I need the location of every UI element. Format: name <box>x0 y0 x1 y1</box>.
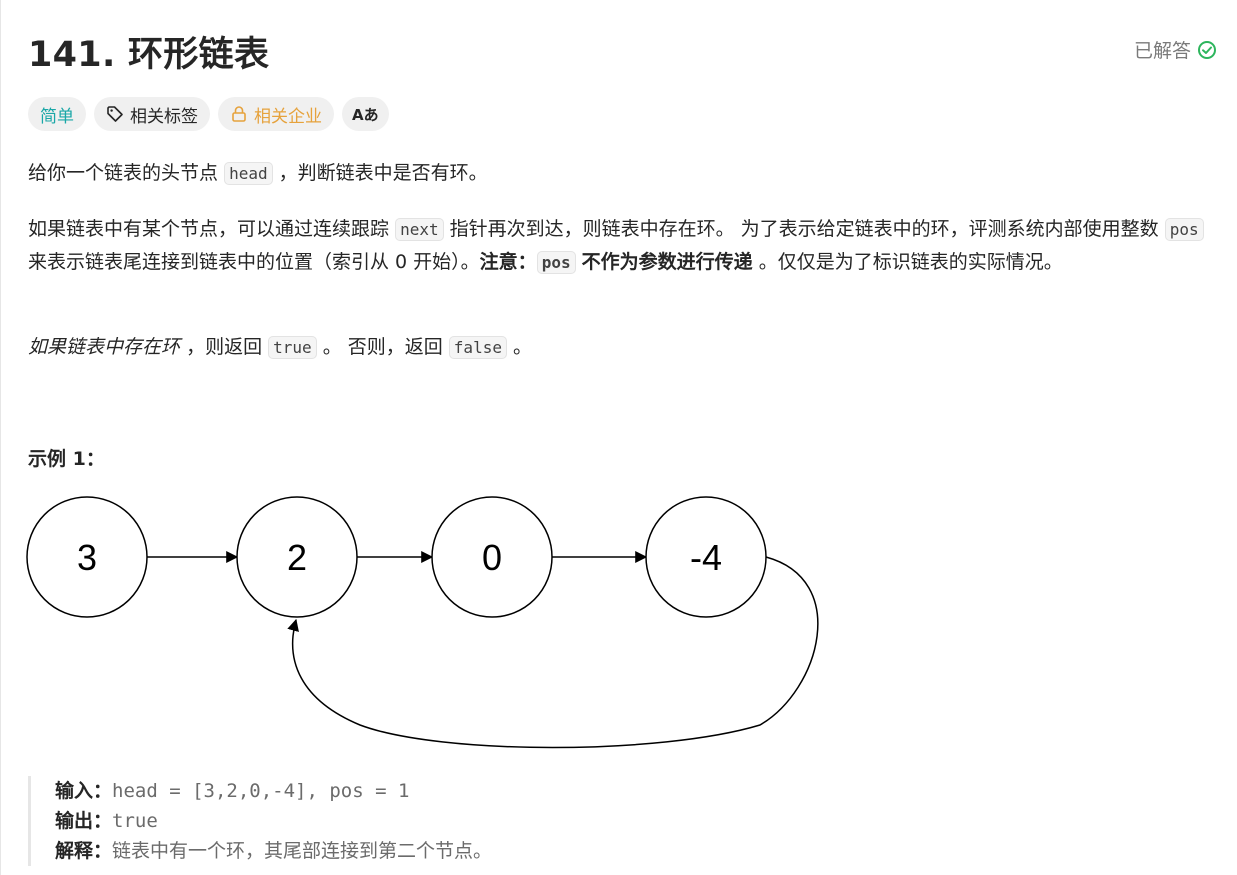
output-label: 输出： <box>55 810 113 832</box>
tag-bar: 简单 相关标签 相关企业 Aあ <box>28 97 389 131</box>
italic-text: 如果链表中存在环 <box>28 336 181 358</box>
output-value: true <box>112 810 158 832</box>
linked-list-diagram: 3 2 0 -4 <box>26 496 819 749</box>
desc-text: ，判断链表中是否有环。 <box>278 162 488 184</box>
check-circle-icon <box>1197 40 1217 60</box>
description-paragraph-1: 给你一个链表的头节点 head ，判断链表中是否有环。 <box>28 157 1217 190</box>
bold-text: 不作为参数进行传递 <box>581 251 753 273</box>
inline-code: false <box>448 336 507 359</box>
difficulty-label: 简单 <box>40 106 74 127</box>
tag-icon <box>106 105 124 123</box>
example-1-title: 示例 1： <box>28 448 105 470</box>
translate-icon: Aあ <box>352 105 379 124</box>
desc-text: 指针再次到达，则链表中存在环。 为了表示给定链表中的环，评测系统内部使用整数 <box>449 218 1159 240</box>
desc-text: 如果链表中有某个节点，可以通过连续跟踪 <box>28 218 390 240</box>
solved-label: 已解答 <box>1133 40 1191 62</box>
problem-title: 141. 环形链表 <box>28 35 270 75</box>
related-tags-label: 相关标签 <box>130 106 198 127</box>
example-explanation: 解释：链表中有一个环，其尾部连接到第二个节点。 <box>55 836 492 866</box>
solved-status: 已解答 <box>1134 36 1217 63</box>
related-tags-button[interactable]: 相关标签 <box>94 97 210 131</box>
lock-icon <box>230 105 248 123</box>
related-companies-label: 相关企业 <box>254 106 322 127</box>
cycle-arrow <box>287 556 819 749</box>
inline-code: pos <box>536 251 576 274</box>
list-node: 0 <box>431 496 553 618</box>
translate-button[interactable]: Aあ <box>342 97 389 131</box>
list-node: -4 <box>645 496 767 618</box>
node-value: 3 <box>77 537 97 578</box>
explain-label: 解释： <box>55 840 113 862</box>
page-left-border <box>0 0 1 875</box>
inline-code: head <box>224 162 273 185</box>
input-label: 输入： <box>55 780 113 802</box>
desc-text: 。仅仅是为了标识链表的实际情况。 <box>758 251 1063 273</box>
node-value: 2 <box>287 537 307 578</box>
explain-value: 链表中有一个环，其尾部连接到第二个节点。 <box>112 840 493 862</box>
desc-text: 。 否则，返回 <box>322 336 443 358</box>
inline-code: pos <box>1164 218 1204 241</box>
list-node: 3 <box>26 496 148 618</box>
description-paragraph-3: 如果链表中存在环 ，则返回 true 。 否则，返回 false 。 <box>28 331 1217 364</box>
related-companies-button[interactable]: 相关企业 <box>218 97 334 131</box>
node-value: -4 <box>690 537 722 578</box>
desc-text: 给你一个链表的头节点 <box>28 162 219 184</box>
list-node: 2 <box>236 496 358 618</box>
desc-text: 来表示链表尾连接到链表中的位置（索引从 0 开始）。 <box>28 251 480 273</box>
node-value: 0 <box>482 537 502 578</box>
inline-code: true <box>268 336 317 359</box>
difficulty-tag[interactable]: 简单 <box>28 97 86 131</box>
example-1-io: 输入：head = [3,2,0,-4], pos = 1 输出：true 解释… <box>28 776 492 866</box>
note-label: 注意： <box>479 251 537 273</box>
desc-text: 。 <box>513 336 533 358</box>
input-value: head = [3,2,0,-4], pos = 1 <box>112 780 410 802</box>
inline-code: next <box>395 218 444 241</box>
description-paragraph-2: 如果链表中有某个节点，可以通过连续跟踪 next 指针再次到达，则链表中存在环。… <box>28 213 1217 279</box>
example-input: 输入：head = [3,2,0,-4], pos = 1 <box>55 776 492 806</box>
desc-text: ，则返回 <box>186 336 263 358</box>
example-output: 输出：true <box>55 806 492 836</box>
